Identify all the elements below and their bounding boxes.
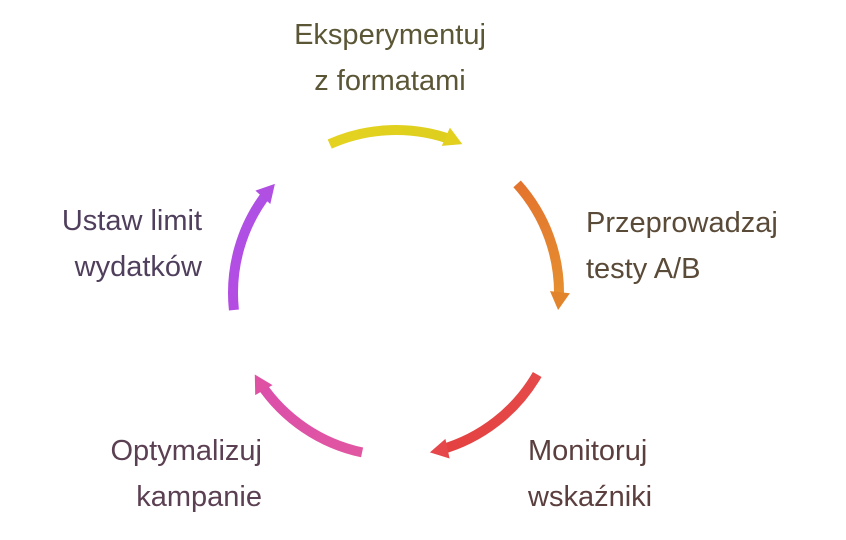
step-3-label: Monitoruj wskaźniki	[528, 428, 768, 520]
step-2-line-2: testy A/B	[586, 253, 701, 285]
step-1-arc	[327, 125, 455, 149]
step-5-arrowhead	[255, 183, 275, 204]
step-2-label: Przeprowadzaj testy A/B	[586, 200, 826, 292]
step-2-arrowhead	[550, 291, 570, 310]
step-5-line-1: Ustaw limit	[61, 205, 202, 237]
step-5-label: Ustaw limit wydatków	[20, 198, 202, 290]
step-4-label: Optymalizuj kampanie	[40, 428, 263, 520]
step-3-line-2: wskaźniki	[528, 481, 653, 513]
step-1-line-1: Eksperymentuj	[294, 19, 486, 51]
step-5-arc	[228, 189, 272, 311]
step-4-arc	[256, 380, 364, 458]
step-4-line-2: kampanie	[136, 481, 262, 513]
step-2-arc	[513, 180, 564, 300]
step-1-arrowhead	[441, 127, 463, 146]
step-2-line-1: Przeprowadzaj	[586, 207, 778, 239]
step-3-arrowhead	[429, 438, 450, 459]
step-5-line-2: wydatków	[74, 251, 202, 283]
step-3-arc	[439, 371, 542, 455]
step-1-line-2: z formatami	[314, 65, 466, 97]
step-3-line-1: Monitoruj	[528, 435, 648, 467]
step-4-arrowhead	[254, 374, 273, 396]
step-1-label: Eksperymentuj z formatami	[240, 12, 540, 104]
step-4-line-1: Optymalizuj	[110, 435, 263, 467]
